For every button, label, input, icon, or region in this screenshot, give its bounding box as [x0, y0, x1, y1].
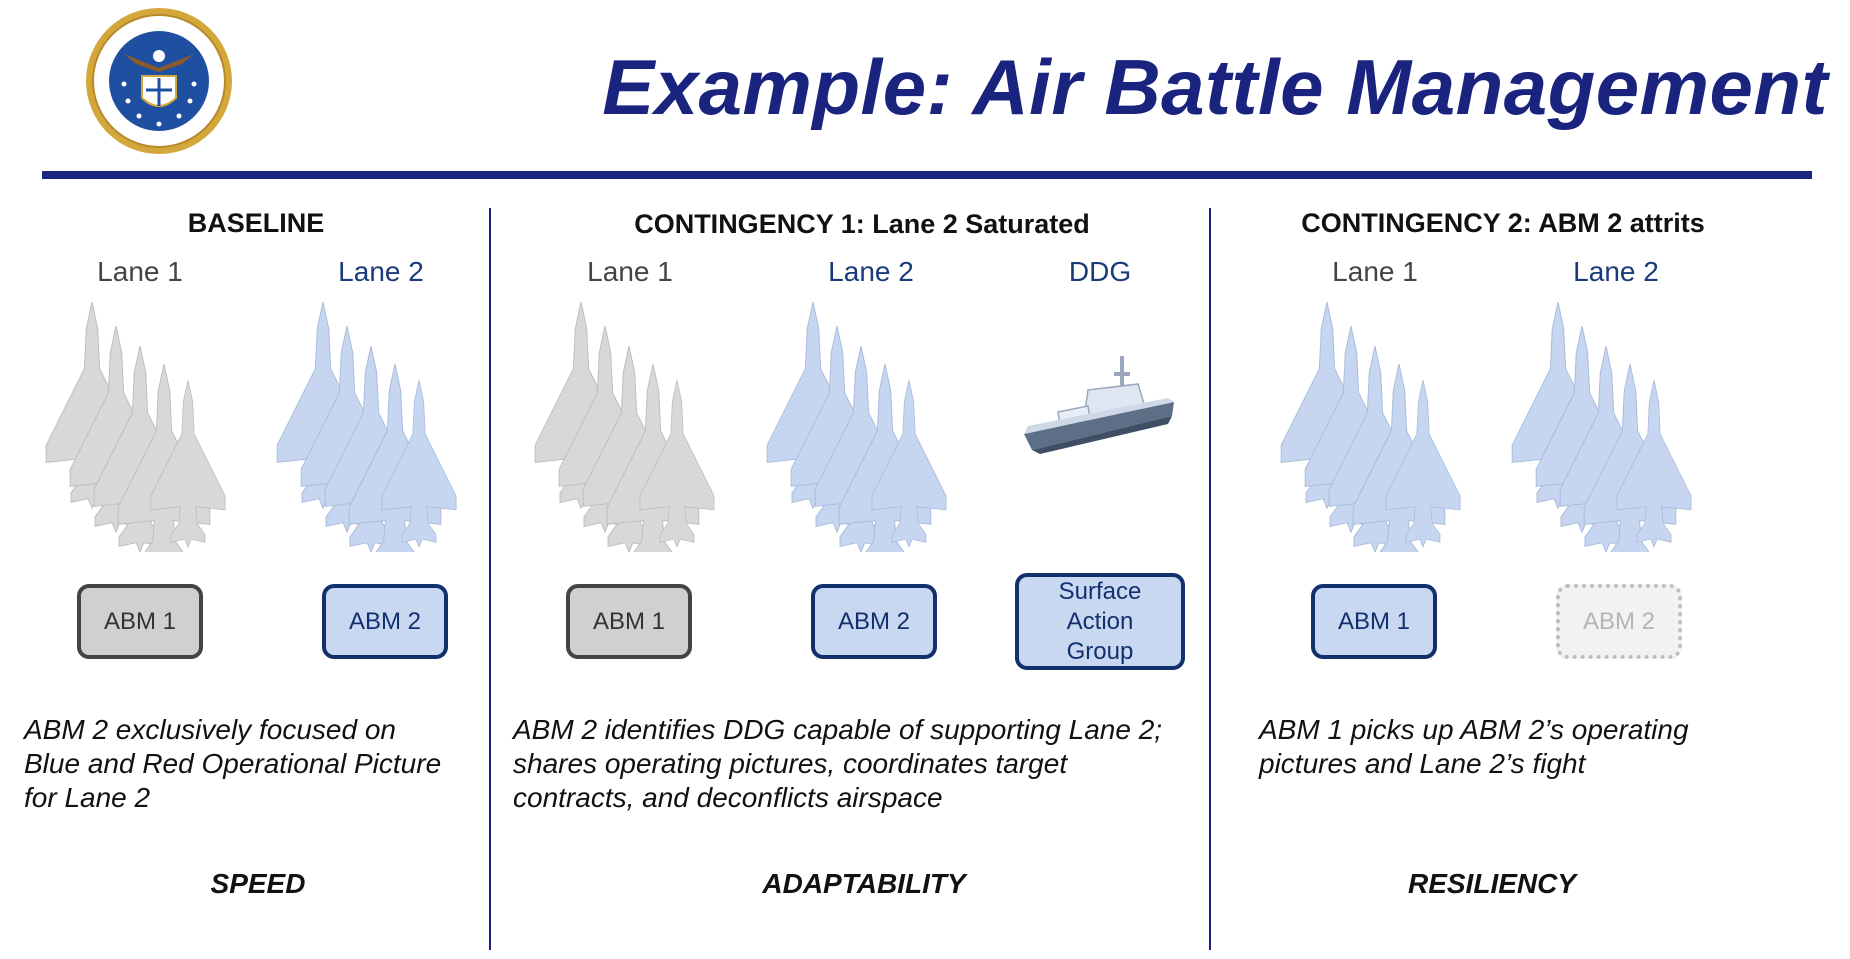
lane-label: Lane 2: [338, 256, 424, 287]
panel-outcome: RESILIENCY: [1407, 868, 1577, 899]
abm-box: ABM 2: [322, 584, 448, 659]
fighter-jets-icon: [1277, 302, 1477, 552]
fighter-jets-icon: [1508, 302, 1708, 552]
panel-outcome: ADAPTABILITY: [762, 868, 966, 899]
abm-box-attrited: ABM 2: [1556, 584, 1682, 659]
lane-label: Lane 2: [1573, 256, 1659, 287]
lane-label: Lane 1: [97, 256, 183, 287]
abm-box: ABM 1: [1311, 584, 1437, 659]
lane-label: Lane 1: [587, 256, 673, 287]
panel-heading: CONTINGENCY 1: Lane 2 Saturated: [634, 209, 1090, 239]
panel-heading: CONTINGENCY 2: ABM 2 attrits: [1301, 208, 1705, 238]
abm-box: ABM 1: [566, 584, 692, 659]
fighter-jets-icon: [763, 302, 963, 552]
panel-description: ABM 1 picks up ABM 2’s operating picture…: [1259, 714, 1689, 779]
panel-description: ABM 2 exclusively focused on Blue and Re…: [24, 714, 442, 813]
panel-outcome: SPEED: [210, 868, 306, 899]
air-force-seal-icon: [86, 8, 232, 154]
ddg-ship-icon: [1024, 356, 1174, 454]
fighter-jets-icon: [273, 302, 473, 552]
panel-heading: BASELINE: [187, 208, 325, 238]
fighter-jets-icon: [42, 302, 242, 552]
lane-label: Lane 2: [828, 256, 914, 287]
abm-box: ABM 2: [811, 584, 937, 659]
lane-label: Lane 1: [1332, 256, 1418, 287]
panel-description: ABM 2 identifies DDG capable of supporti…: [513, 714, 1163, 813]
panel-divider: [1209, 208, 1211, 950]
lane-label: DDG: [1068, 256, 1132, 287]
title-rule: [42, 171, 1812, 179]
surface-action-group-box: Surface Action Group: [1015, 573, 1185, 670]
abm-box: ABM 1: [77, 584, 203, 659]
page-title: Example: Air Battle Management: [602, 43, 1828, 131]
fighter-jets-icon: [531, 302, 731, 552]
panel-divider: [489, 208, 491, 950]
